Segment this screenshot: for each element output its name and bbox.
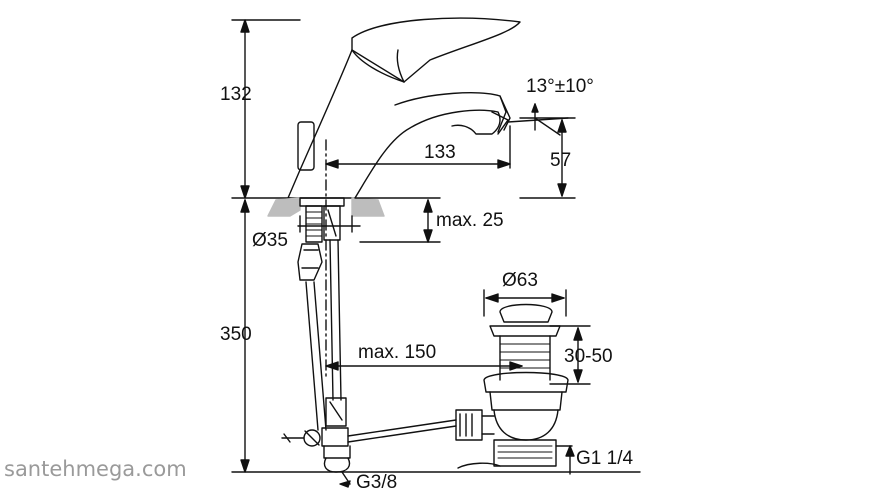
label-g38: G3/8 bbox=[356, 472, 397, 493]
pull-rod bbox=[347, 419, 457, 443]
faucet-body bbox=[287, 17, 521, 199]
watermark-text: santehmega.com bbox=[4, 457, 187, 481]
waste-fitting bbox=[455, 303, 569, 469]
dim-30-50-line bbox=[549, 325, 591, 385]
angle-valve bbox=[281, 427, 351, 488]
dim-133-line bbox=[325, 125, 511, 381]
dim-57-line bbox=[519, 117, 576, 199]
label-max150: max. 150 bbox=[358, 342, 436, 363]
label-350: 350 bbox=[220, 324, 252, 345]
label-spout-angle: 13°±10° bbox=[526, 76, 594, 97]
dim-max150-line bbox=[325, 361, 523, 371]
mounting-shank bbox=[297, 197, 345, 281]
dim-d63-line bbox=[483, 289, 567, 317]
label-g114: G1 1/4 bbox=[576, 448, 633, 469]
label-133: 133 bbox=[424, 142, 456, 163]
label-30-50: 30-50 bbox=[564, 346, 613, 367]
label-max25: max. 25 bbox=[436, 210, 504, 231]
dim-g114-line bbox=[555, 445, 575, 475]
label-57: 57 bbox=[550, 150, 571, 171]
dim-350-line bbox=[231, 197, 641, 473]
label-132: 132 bbox=[220, 84, 252, 105]
dim-d35-line bbox=[297, 215, 361, 233]
dim-132-line bbox=[231, 19, 301, 199]
label-d35: Ø35 bbox=[252, 230, 288, 251]
deck bbox=[267, 197, 441, 217]
supply-hose bbox=[305, 239, 347, 431]
label-d63: Ø63 bbox=[502, 270, 538, 291]
dim-max25-line bbox=[359, 199, 441, 243]
